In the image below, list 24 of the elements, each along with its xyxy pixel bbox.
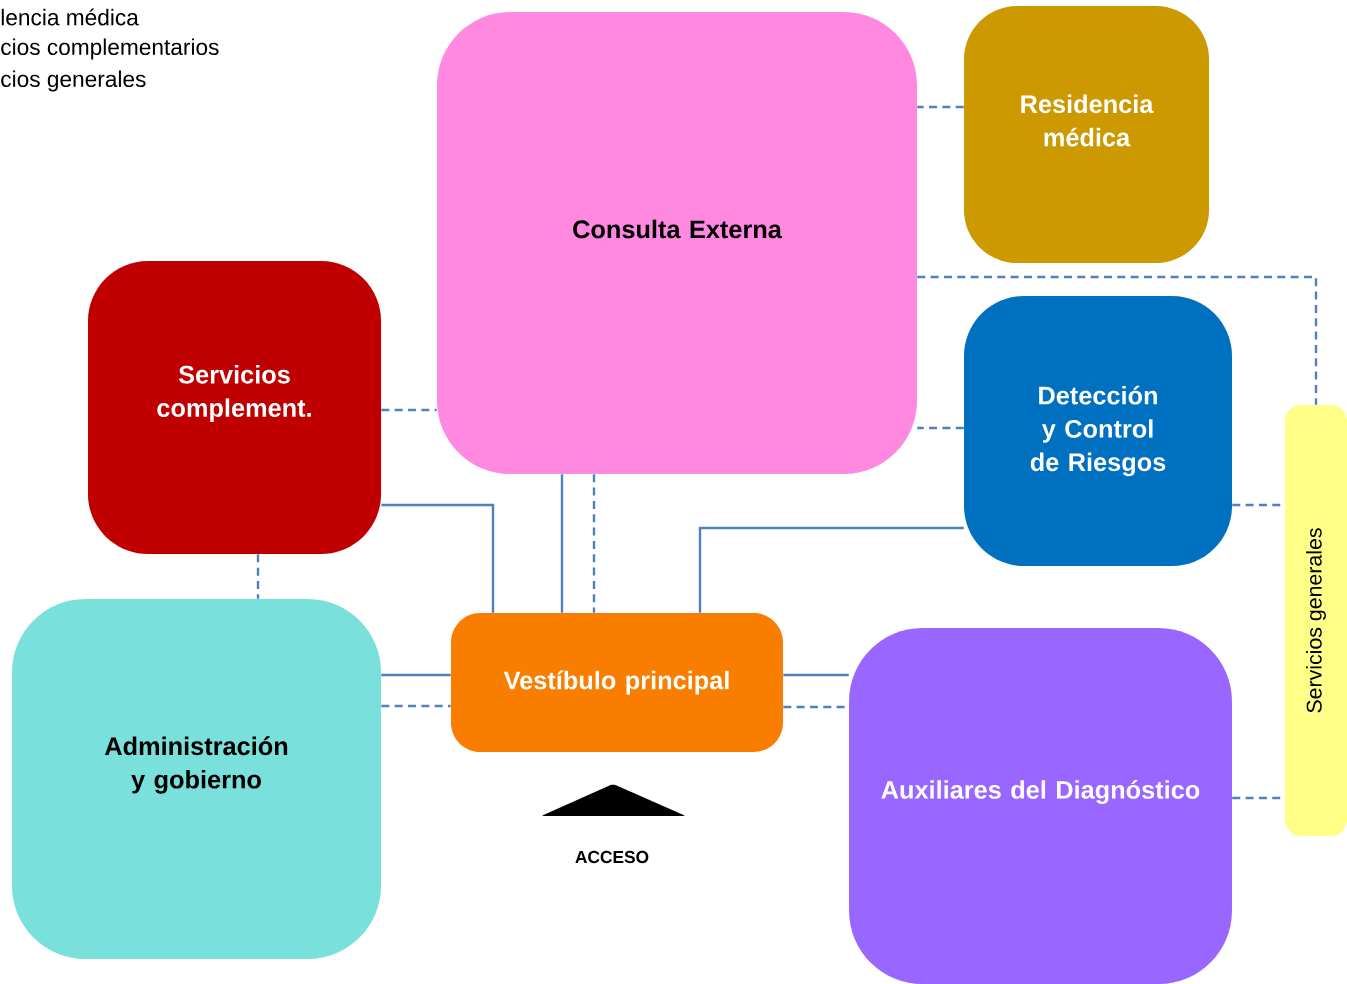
area-box: Servicios complement.	[87, 260, 382, 555]
connector-line	[698, 526, 964, 613]
connector-line	[256, 554, 260, 599]
side-band: Servicios generales	[1285, 405, 1347, 836]
connector-line	[381, 704, 451, 708]
connector-line	[592, 474, 596, 613]
connector-line	[917, 275, 1318, 405]
area-box: Auxiliares del Diagnóstico	[849, 628, 1232, 984]
area-box: Residencia médica	[964, 5, 1210, 264]
connector-line	[917, 105, 964, 109]
connector-line	[917, 426, 964, 430]
legend-text: lencia médica	[1, 8, 139, 26]
area-box: Administración y gobierno	[11, 599, 382, 959]
legend-text: cios complementarios	[1, 38, 219, 60]
connector-line	[381, 673, 451, 677]
area-box: Detección y Control de Riesgos	[964, 296, 1232, 566]
connector-line	[783, 673, 849, 677]
area-box: Vestíbulo principal	[451, 613, 783, 752]
area-box: Consulta Externa	[437, 12, 917, 474]
legend-text: cios generales	[1, 70, 146, 92]
access-label: ACCESO	[575, 850, 649, 864]
connector-line	[381, 408, 437, 412]
connector-line	[381, 503, 495, 613]
connector-line	[560, 474, 564, 613]
